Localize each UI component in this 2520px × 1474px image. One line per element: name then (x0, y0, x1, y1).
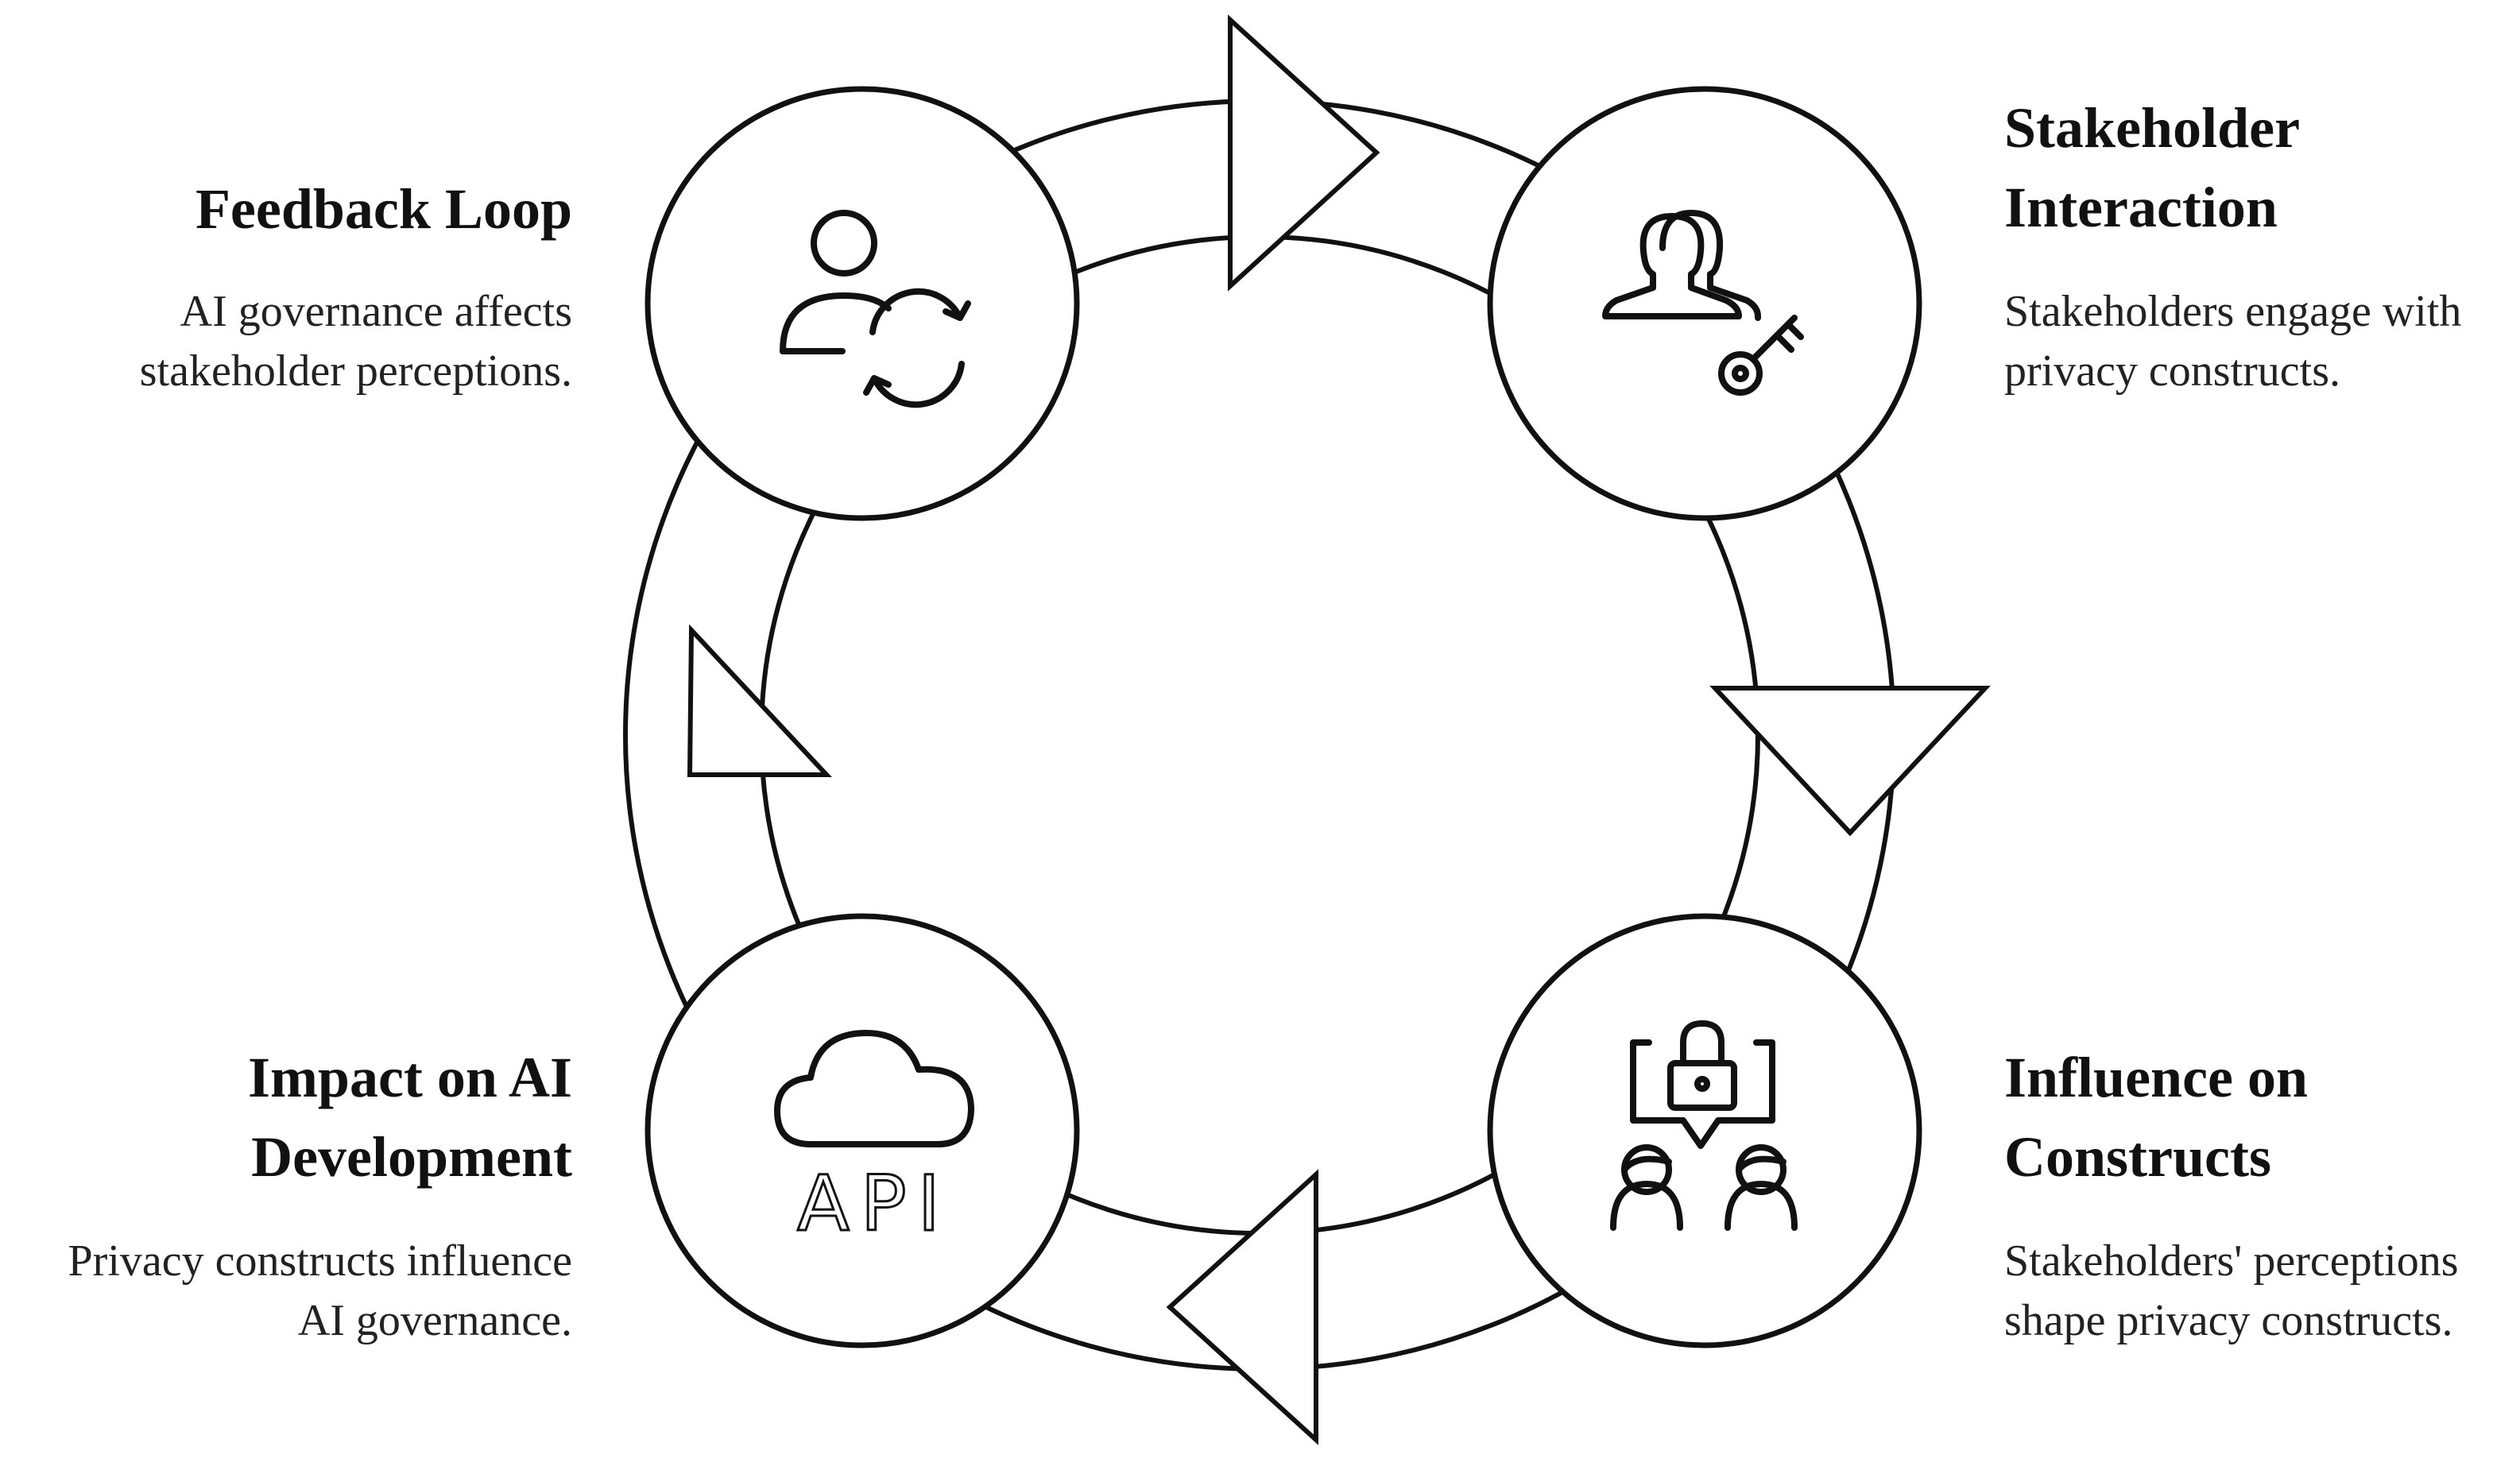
node-impact-circle (645, 913, 1080, 1348)
node-stakeholder-circle (1487, 86, 1922, 521)
arrow-right-down (1709, 686, 1991, 837)
lock-chat-people-icon (1610, 1020, 1798, 1231)
label-feedback: Feedback Loop AI governance affects stak… (140, 177, 572, 396)
influence-desc-line-2: shape privacy constructs. (2004, 1296, 2452, 1345)
impact-desc-line-2: AI governance. (298, 1296, 572, 1345)
feedback-desc-line-1: AI governance affects (180, 287, 572, 336)
user-refresh-icon (780, 210, 971, 408)
stakeholder-title-line-2: Interaction (2004, 176, 2278, 239)
feedback-desc-line-2: stakeholder perceptions. (140, 346, 572, 396)
impact-desc-line-1: Privacy constructs influence (68, 1236, 572, 1286)
label-stakeholder: Stakeholder Interaction Stakeholders eng… (2004, 96, 2461, 396)
cloud-api-icon (774, 1030, 974, 1147)
cycle-arrows (687, 14, 1991, 1445)
label-influence: Influence on Constructs Stakeholders' pe… (2004, 1046, 2458, 1345)
node-influence-circle (1487, 913, 1922, 1348)
arrow-left-up (687, 624, 832, 777)
node-feedback-circle (645, 86, 1080, 521)
arrow-top-right (1228, 14, 1380, 292)
stakeholder-desc-line-1: Stakeholders engage with (2004, 287, 2461, 336)
influence-title-line-2: Constructs (2004, 1125, 2271, 1189)
stakeholder-desc-line-2: privacy constructs. (2004, 346, 2340, 396)
arrow-bottom-left (1166, 1169, 1318, 1445)
label-impact: Impact on AI Development Privacy constru… (68, 1046, 572, 1345)
stakeholder-title-line-1: Stakeholder (2004, 96, 2300, 160)
cloud-api-label: API (797, 1159, 951, 1248)
feedback-title: Feedback Loop (195, 177, 572, 241)
influence-desc-line-1: Stakeholders' perceptions (2004, 1236, 2458, 1286)
node-circles (645, 86, 1922, 1348)
influence-title-line-1: Influence on (2004, 1046, 2308, 1109)
users-key-icon (1602, 210, 1804, 396)
impact-title-line-2: Development (251, 1125, 572, 1189)
impact-title-line-1: Impact on AI (248, 1046, 572, 1109)
